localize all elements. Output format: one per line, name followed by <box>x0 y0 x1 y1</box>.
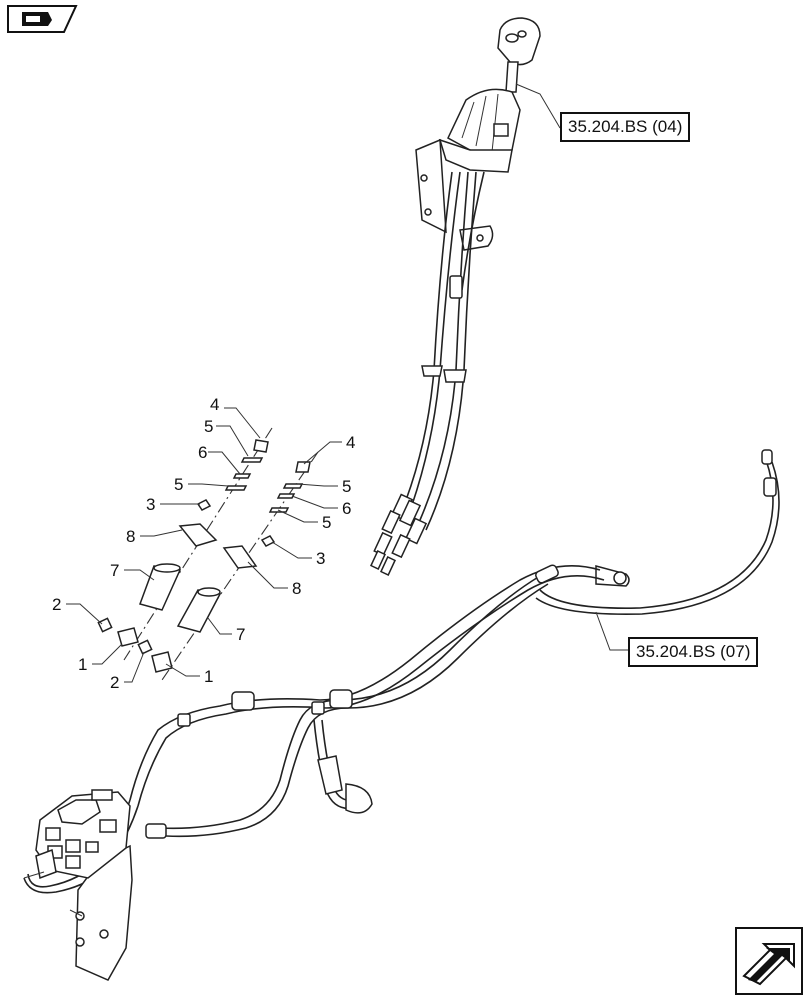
catalog-book-icon[interactable] <box>7 5 78 33</box>
item-number-4: 4 <box>210 395 219 414</box>
control-lever-assembly <box>369 17 541 576</box>
item-number-3: 3 <box>146 495 155 514</box>
item-number-7: 7 <box>110 561 119 580</box>
item-number-1: 1 <box>204 667 213 686</box>
hydraulic-hose-harness <box>23 449 780 894</box>
item-number-7: 7 <box>236 625 245 644</box>
control-valve-assembly <box>23 789 133 981</box>
ref-mid-leader <box>595 611 628 651</box>
ref-top-leader <box>515 83 561 129</box>
exploded-parts <box>66 407 342 683</box>
reference-callout-top[interactable]: 35.204.BS (04) <box>560 112 691 142</box>
item-number-3: 3 <box>316 549 325 568</box>
next-page-arrow-icon[interactable] <box>735 927 803 995</box>
item-number-5: 5 <box>342 477 351 496</box>
reference-callout-mid[interactable]: 35.204.BS (07) <box>628 637 759 667</box>
item-number-4: 4 <box>346 433 355 452</box>
item-number-8: 8 <box>126 527 135 546</box>
item-number-1: 1 <box>78 655 87 674</box>
item-number-5: 5 <box>204 417 213 436</box>
item-number-6: 6 <box>342 499 351 518</box>
hose-end-fittings <box>369 493 428 576</box>
item-number-2: 2 <box>110 673 119 692</box>
item-number-6: 6 <box>198 443 207 462</box>
item-number-5: 5 <box>174 475 183 494</box>
item-number-2: 2 <box>52 595 61 614</box>
item-number-5: 5 <box>322 513 331 532</box>
item-number-8: 8 <box>292 579 301 598</box>
